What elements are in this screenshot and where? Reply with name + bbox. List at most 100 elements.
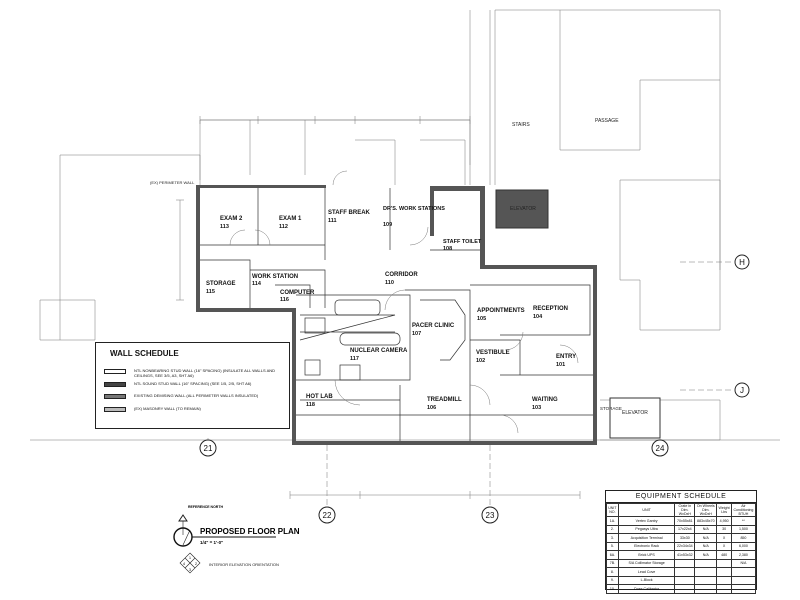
table-cell: ** bbox=[730, 516, 757, 526]
grid-label: 22 bbox=[323, 511, 332, 520]
table-cell: 4,950 bbox=[716, 516, 732, 526]
column-header: On Wheels Dim. WxDxH bbox=[694, 503, 718, 517]
wall-schedule-title: WALL SCHEDULE bbox=[110, 349, 179, 358]
perimeter-walls bbox=[196, 185, 661, 445]
table-cell: X bbox=[716, 541, 732, 551]
room-label-vestibule: VESTIBULE bbox=[476, 350, 510, 356]
elevation-orientation-label: INTERIOR ELEVATION ORIENTATION bbox=[209, 562, 279, 567]
table-cell: 1,500 bbox=[730, 524, 757, 534]
room-label-staff-toilet: STAFF TOILET bbox=[443, 239, 482, 245]
room-label-hot-lab: HOT LAB bbox=[306, 394, 333, 400]
room-label-nuclear-camera: NUCLEAR CAMERA bbox=[350, 348, 408, 354]
table-cell bbox=[694, 558, 718, 568]
wall-schedule-item: EXISTING DEMISING WALL (ALL PERIMETER WA… bbox=[104, 393, 284, 399]
table-row: 9.L-Block bbox=[606, 575, 757, 585]
table-cell: X bbox=[716, 533, 732, 543]
room-number: 118 bbox=[306, 402, 315, 408]
grid-bubble bbox=[734, 382, 750, 398]
table-cell: 8. bbox=[606, 567, 619, 577]
grid-bubble bbox=[318, 506, 336, 524]
table-cell bbox=[730, 575, 757, 585]
table-cell: 6A. bbox=[606, 550, 619, 560]
equipment-schedule: EQUIPMENT SCHEDULE UNIT NO. UNIT Crate i… bbox=[605, 490, 757, 594]
nuclear-camera-equipment bbox=[304, 299, 401, 381]
grid-label: 23 bbox=[486, 511, 495, 520]
grid-label: 24 bbox=[656, 444, 665, 453]
table-cell bbox=[716, 584, 732, 594]
column-header: Weight Lbs bbox=[716, 503, 732, 517]
room-number: 114 bbox=[252, 281, 262, 287]
table-cell: N/A bbox=[694, 550, 718, 560]
room-number: 117 bbox=[350, 356, 359, 362]
table-cell: 22x34x34 bbox=[674, 541, 696, 551]
storage-label: STORAGE bbox=[600, 406, 622, 411]
grid-label: H bbox=[739, 258, 745, 267]
room-number: 108 bbox=[443, 246, 452, 252]
interior-elevation-key-icon: 1 2 3 4 bbox=[179, 552, 201, 574]
room-label-appointments: APPOINTMENTS bbox=[477, 308, 525, 314]
table-cell: 1A. bbox=[606, 516, 619, 526]
wall-schedule: WALL SCHEDULE NTL NONBEARING STUD WALL (… bbox=[95, 342, 290, 429]
perimeter-wall-note: (EX) PERIMETER WALL bbox=[150, 180, 195, 185]
room-label-reception: RECEPTION bbox=[533, 306, 568, 312]
wall-type-swatch bbox=[104, 394, 126, 399]
table-cell: 480 bbox=[716, 550, 732, 560]
table-cell bbox=[694, 584, 718, 594]
room-label-corridor: CORRIDOR bbox=[385, 272, 418, 278]
table-cell: 7B. bbox=[606, 558, 619, 568]
equipment-schedule-title: EQUIPMENT SCHEDULE bbox=[606, 491, 756, 503]
room-label-computer: COMPUTER bbox=[280, 290, 315, 296]
room-number: 109 bbox=[383, 222, 392, 228]
table-cell bbox=[674, 575, 696, 585]
table-cell: L-Block bbox=[617, 575, 676, 585]
table-cell: Dose Calibrator bbox=[617, 584, 676, 594]
table-cell: 30 bbox=[716, 524, 732, 534]
wall-schedule-item: NTL SOUND STUD WALL (16" SPACING) (SEE 1… bbox=[104, 381, 284, 387]
wall-type-description: NTL NONBEARING STUD WALL (16" SPACING) (… bbox=[134, 368, 276, 378]
table-cell: N/A bbox=[730, 558, 757, 568]
door-swings bbox=[229, 170, 579, 434]
table-cell: 10. bbox=[606, 584, 619, 594]
wall-schedule-item: (EX) MASONRY WALL (TO REMAIN) bbox=[104, 406, 284, 412]
table-cell bbox=[730, 584, 757, 594]
table-cell: 2,380 bbox=[730, 550, 757, 560]
context-labels: STAIRS PASSAGE ELEVATOR ELEVATOR STORAGE… bbox=[150, 118, 648, 416]
table-row: 8.Lead Cove bbox=[606, 567, 757, 577]
table-cell bbox=[716, 558, 732, 568]
table-cell bbox=[674, 558, 696, 568]
wall-schedule-item: NTL NONBEARING STUD WALL (16" SPACING) (… bbox=[104, 368, 284, 378]
grid-bubble bbox=[734, 254, 750, 270]
room-label-waiting: WAITING bbox=[532, 397, 558, 403]
wall-type-swatch bbox=[104, 382, 126, 387]
table-cell: Vertex Gantry bbox=[617, 516, 676, 526]
table-cell: 883x45x70 bbox=[694, 516, 718, 526]
grid-label: 21 bbox=[204, 444, 213, 453]
room-number: 103 bbox=[532, 405, 541, 411]
table-cell: 3. bbox=[606, 533, 619, 543]
table-cell bbox=[674, 567, 696, 577]
table-cell: 41x53x32 bbox=[674, 550, 696, 560]
table-cell: 17x22x4 bbox=[674, 524, 696, 534]
plan-title: PROPOSED FLOOR PLAN bbox=[200, 527, 300, 536]
grid-label: J bbox=[740, 386, 744, 395]
table-cell: N/A bbox=[694, 524, 718, 534]
plan-scale: 1/4" = 1'-0" bbox=[200, 540, 223, 545]
column-header: UNIT bbox=[617, 503, 676, 517]
room-number: 116 bbox=[280, 297, 289, 303]
table-cell: 6,000 bbox=[730, 541, 757, 551]
elevation-number: 1 bbox=[189, 555, 192, 560]
room-number: 107 bbox=[412, 331, 421, 337]
room-number: 101 bbox=[556, 362, 565, 368]
elevator-label: ELEVATOR bbox=[510, 206, 536, 212]
interior-partitions bbox=[200, 188, 593, 441]
table-cell bbox=[716, 575, 732, 585]
grid-bubble bbox=[651, 439, 669, 457]
table-cell: 70x55x81 bbox=[674, 516, 696, 526]
elevation-number: 2 bbox=[195, 561, 198, 566]
room-label-exam-2: EXAM 2 bbox=[220, 216, 243, 222]
room-label-pacer-clinic: PACER CLINIC bbox=[412, 323, 455, 329]
